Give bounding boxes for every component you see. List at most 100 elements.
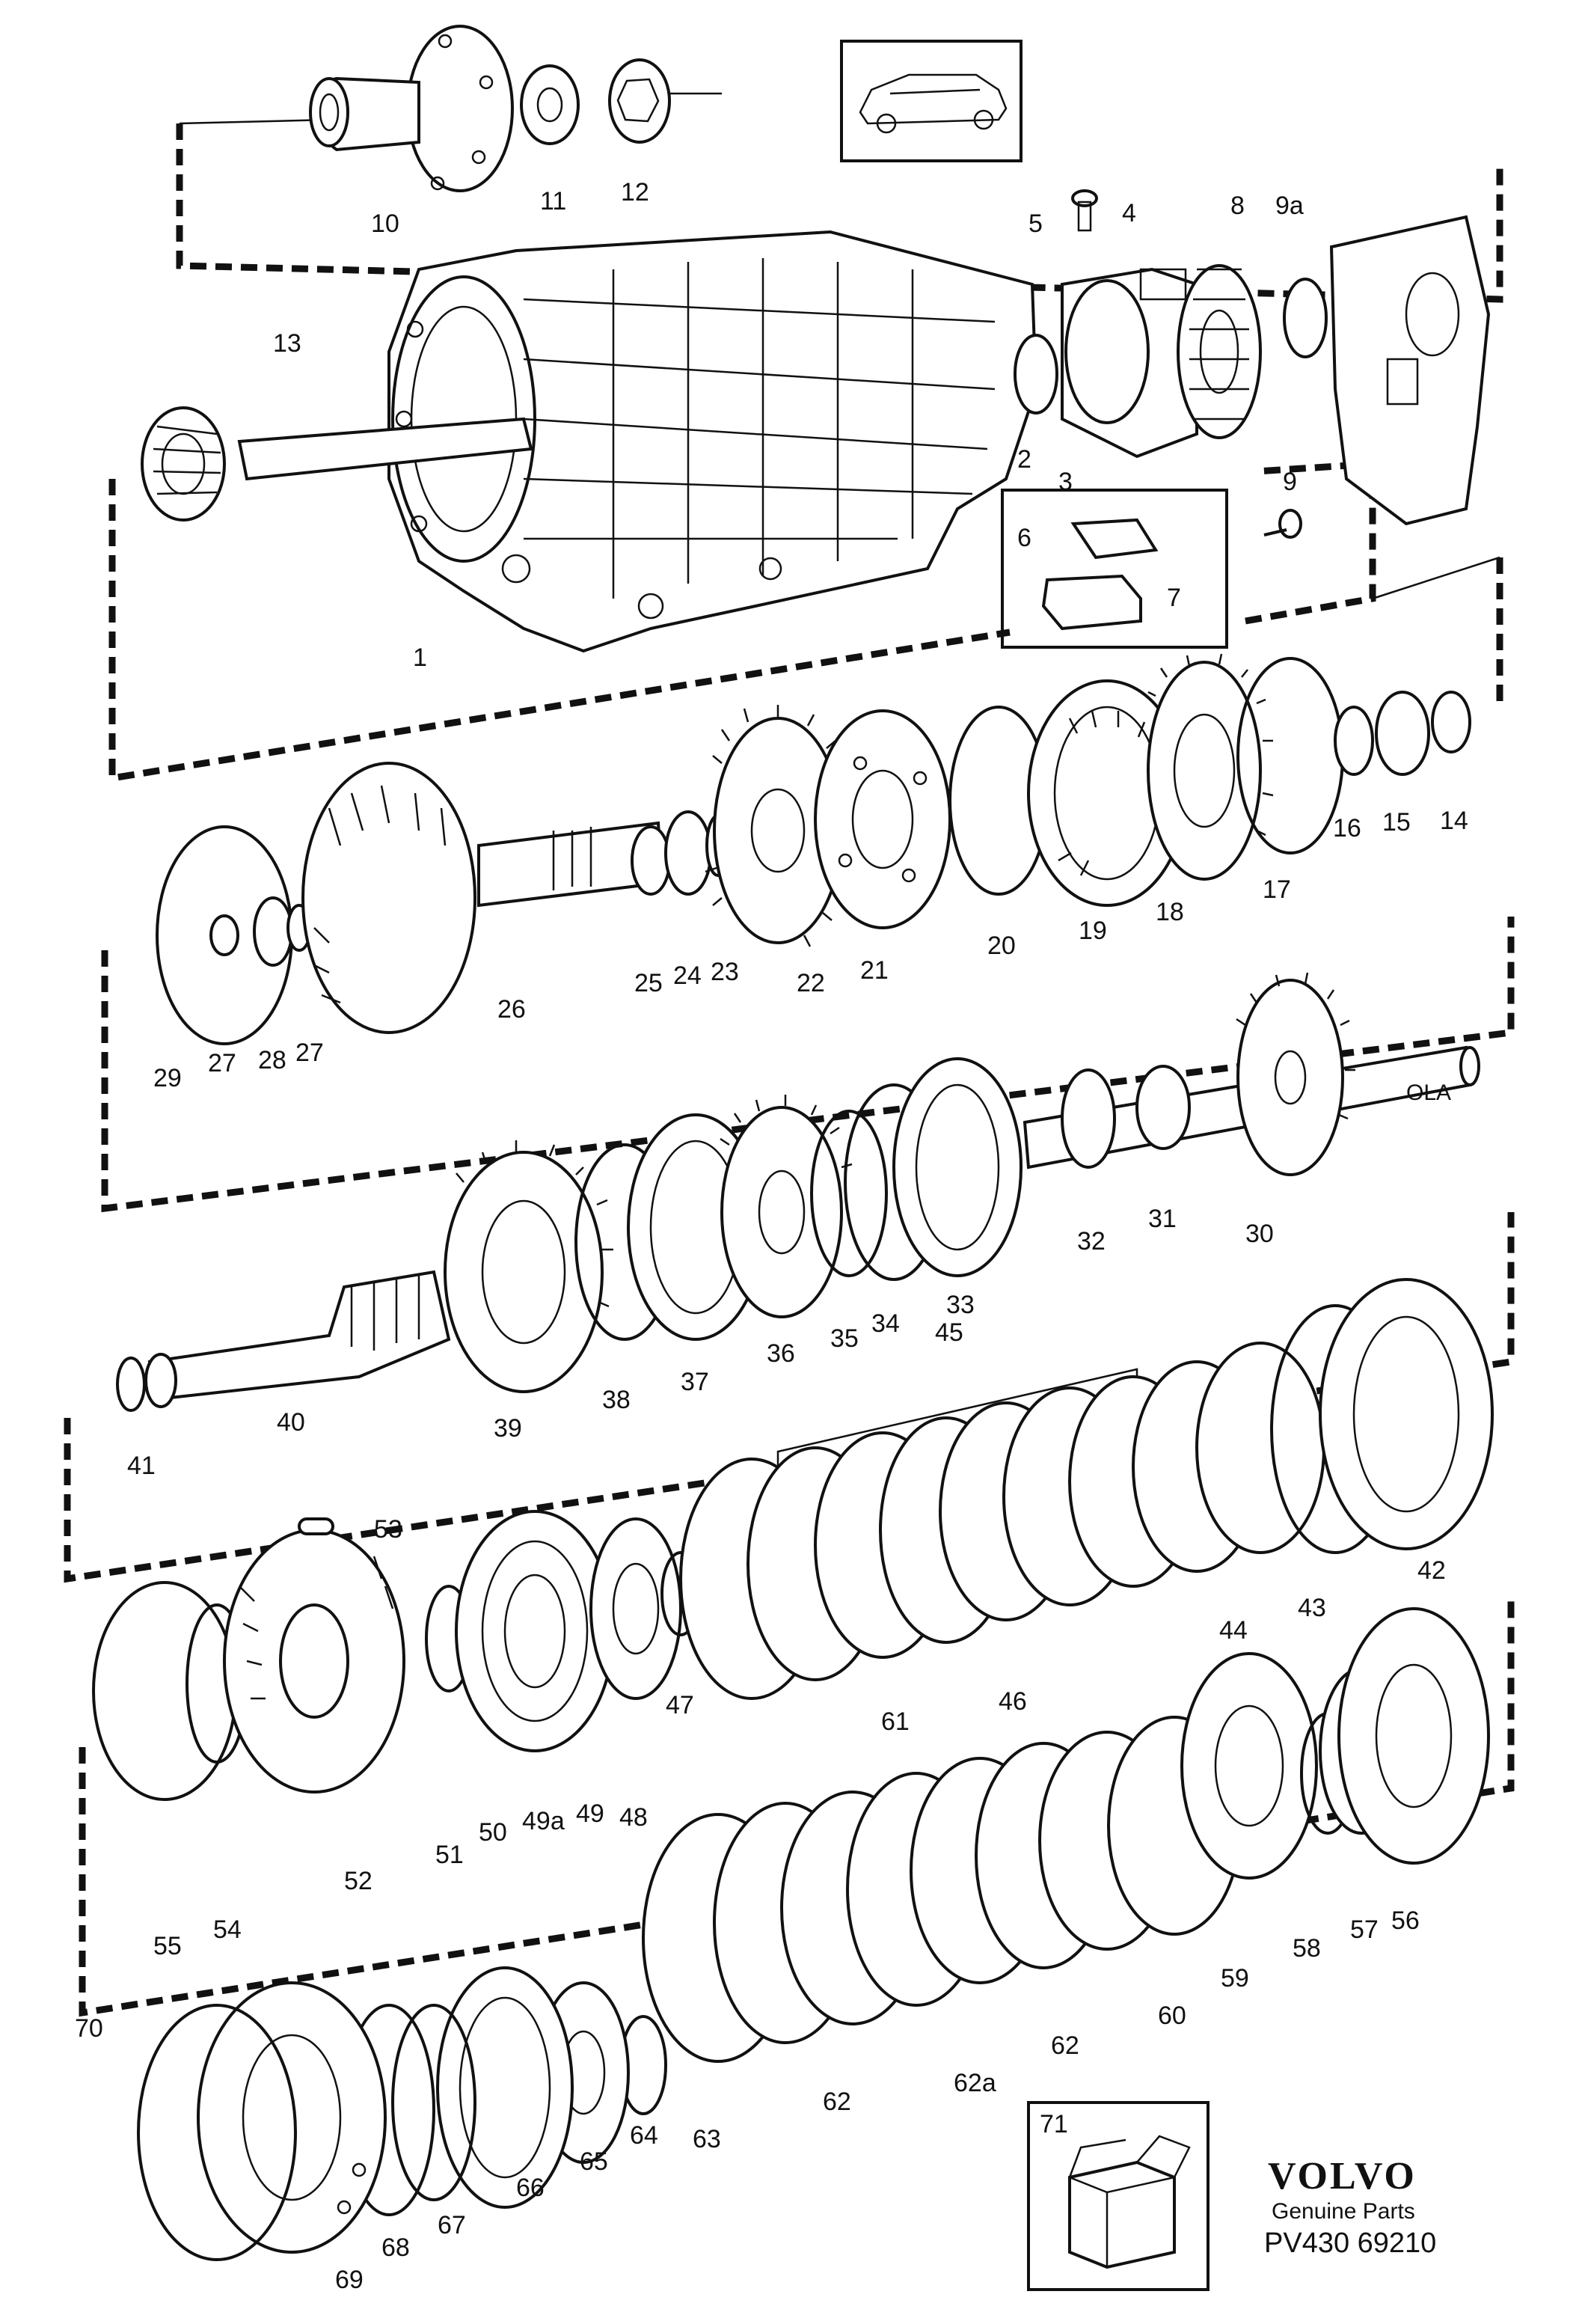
snap-ring-55 (92, 1581, 237, 1801)
callout-67: 67 (438, 2211, 466, 2239)
car-thumbnail-icon (840, 40, 1023, 162)
flange-washer (608, 58, 671, 144)
callout-63: 63 (693, 2125, 721, 2153)
callout-5: 5 (1028, 210, 1043, 238)
callout-70: 70 (75, 2014, 103, 2043)
part-code: PV430 69210 (1264, 2227, 1436, 2259)
callout-11: 11 (540, 187, 566, 215)
callout-42: 42 (1417, 1556, 1446, 1585)
callout-38: 38 (602, 1386, 631, 1414)
callout-59: 59 (1221, 1964, 1249, 1993)
callout-54: 54 (213, 1915, 242, 1944)
callout-35: 35 (830, 1324, 859, 1353)
transmission-housing (387, 230, 1038, 653)
callout-12: 12 (621, 178, 649, 207)
bearing-24 (664, 810, 712, 896)
callout-26: 26 (497, 995, 526, 1024)
row-output-flange (176, 25, 1503, 303)
clutch-plates-lower (642, 1716, 1242, 2063)
callout-64: 64 (630, 2121, 658, 2150)
callout-8: 8 (1230, 192, 1245, 220)
callout-65: 65 (580, 2147, 608, 2176)
snap-ring-70 (137, 2004, 297, 2261)
callout-31: 31 (1148, 1205, 1177, 1233)
callout-36: 36 (767, 1339, 795, 1368)
callout-53: 53 (374, 1515, 402, 1544)
callout-4: 4 (1122, 199, 1136, 227)
row-clutch-pack-upper (79, 1278, 1515, 2017)
callout-2: 2 (1017, 445, 1031, 474)
callout-24: 24 (673, 961, 702, 990)
ring-67 (391, 2004, 476, 2201)
extension-housing (1061, 267, 1198, 459)
callout-46: 46 (999, 1687, 1027, 1716)
callout-57: 57 (1350, 1915, 1379, 1944)
thrust-bearing (253, 896, 293, 967)
callout-39: 39 (494, 1414, 522, 1443)
brand-block: VOLVO Genuine Parts PV430 69210 (1264, 2155, 1436, 2259)
callout-21: 21 (860, 956, 889, 985)
callout-41: 41 (127, 1452, 156, 1480)
callout-48: 48 (619, 1803, 648, 1832)
callout-3: 3 (1058, 468, 1073, 496)
clutch-drum-42 (1319, 1278, 1494, 1550)
snap-ring-35 (810, 1110, 888, 1277)
clutch-piston (455, 1510, 615, 1752)
callout-40: 40 (277, 1408, 305, 1437)
row-housing (108, 189, 1503, 783)
callout-66: 66 (516, 2174, 545, 2202)
clutch-drum (301, 762, 664, 1034)
callout-16: 16 (1333, 814, 1361, 843)
callout-23: 23 (711, 958, 739, 986)
clutch-plates-upper (679, 1342, 1325, 1700)
clutch-hub-59 (1180, 1652, 1318, 1880)
return-spring (589, 1517, 682, 1700)
callout-1: 1 (413, 643, 427, 672)
intermediate-shaft (116, 1270, 451, 1412)
sun-gear-drum (1147, 653, 1274, 881)
cover-bolt (1263, 509, 1302, 539)
callout-55: 55 (153, 1932, 182, 1960)
callout-14: 14 (1440, 807, 1468, 835)
callout-47: 47 (666, 1691, 694, 1719)
callout-25: 25 (634, 969, 663, 997)
callout-28: 28 (258, 1046, 286, 1074)
rear-seal (1283, 278, 1328, 358)
callout-19: 19 (1079, 917, 1107, 945)
flange-nut (520, 64, 580, 145)
callout-7: 7 (1167, 584, 1181, 612)
pump-housing (197, 1981, 387, 2254)
callout-15: 15 (1382, 808, 1411, 837)
callout-71: 71 (1040, 2110, 1068, 2138)
callout-9: 9 (1283, 468, 1297, 496)
row-clutch-pack-lower (137, 1607, 1490, 2261)
callout-62c: 62a (954, 2069, 996, 2097)
pin-53 (298, 1517, 334, 1535)
callout-18: 18 (1156, 898, 1184, 926)
callout-37: 37 (681, 1368, 709, 1396)
callout-62a: 62 (1051, 2031, 1079, 2060)
callout-32: 32 (1077, 1227, 1106, 1256)
callout-labels: 10 11 12 5 4 8 9a 13 2 3 9 6 7 1 14 15 1… (75, 178, 1468, 2294)
brand-name: VOLVO (1268, 2155, 1417, 2198)
housing-bolt (1071, 189, 1098, 232)
callout-20: 20 (987, 932, 1016, 960)
callout-49: 49 (576, 1799, 604, 1828)
callout-33: 33 (946, 1291, 975, 1319)
output-shaft: OLA (1023, 972, 1480, 1176)
callout-50: 50 (479, 1818, 507, 1847)
piston-56 (1337, 1607, 1490, 1865)
callout-51: 51 (435, 1841, 464, 1869)
callout-69: 69 (335, 2266, 364, 2294)
bearing-15 (1375, 691, 1430, 776)
callout-17: 17 (1263, 875, 1291, 904)
piston-66 (436, 1966, 574, 2209)
rear-cover (1329, 215, 1491, 526)
callout-9a: 9a (1275, 192, 1304, 220)
callout-60: 60 (1158, 2002, 1186, 2030)
row-planetary (101, 653, 1515, 1213)
callout-44: 44 (1219, 1616, 1248, 1645)
clutch-drum-52 (223, 1529, 405, 1794)
callout-13: 13 (273, 329, 301, 358)
